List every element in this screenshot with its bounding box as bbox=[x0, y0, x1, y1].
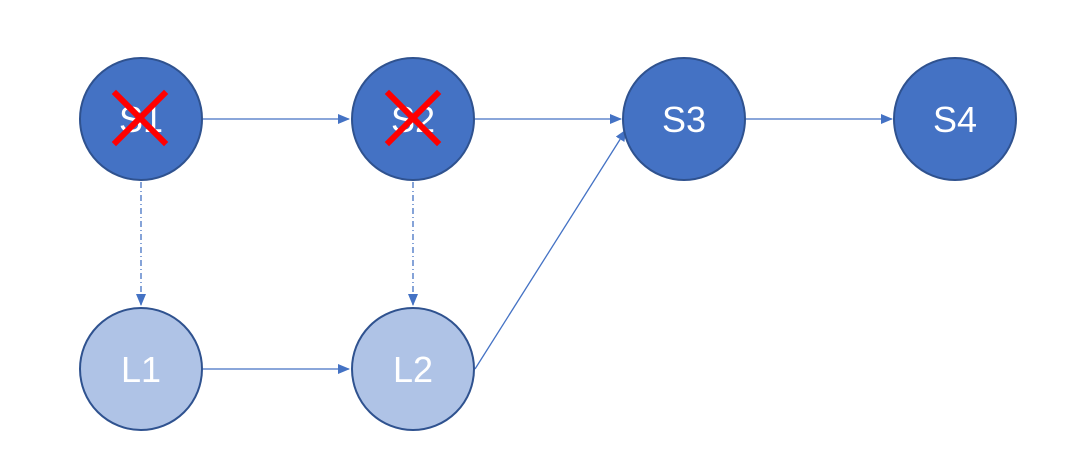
node-l1: L1 bbox=[79, 307, 203, 431]
node-s1: S1 bbox=[79, 57, 203, 181]
node-l2: L2 bbox=[351, 307, 475, 431]
cross-icon bbox=[384, 89, 442, 147]
cross-icon bbox=[111, 89, 169, 147]
edge-l2-s3 bbox=[474, 129, 627, 370]
node-s2: S2 bbox=[351, 57, 475, 181]
node-s4: S4 bbox=[893, 57, 1017, 181]
node-s4-label: S4 bbox=[933, 99, 977, 140]
node-s3-label: S3 bbox=[662, 99, 706, 140]
node-s3: S3 bbox=[622, 57, 746, 181]
node-l1-label: L1 bbox=[121, 349, 161, 390]
node-l2-label: L2 bbox=[393, 349, 433, 390]
